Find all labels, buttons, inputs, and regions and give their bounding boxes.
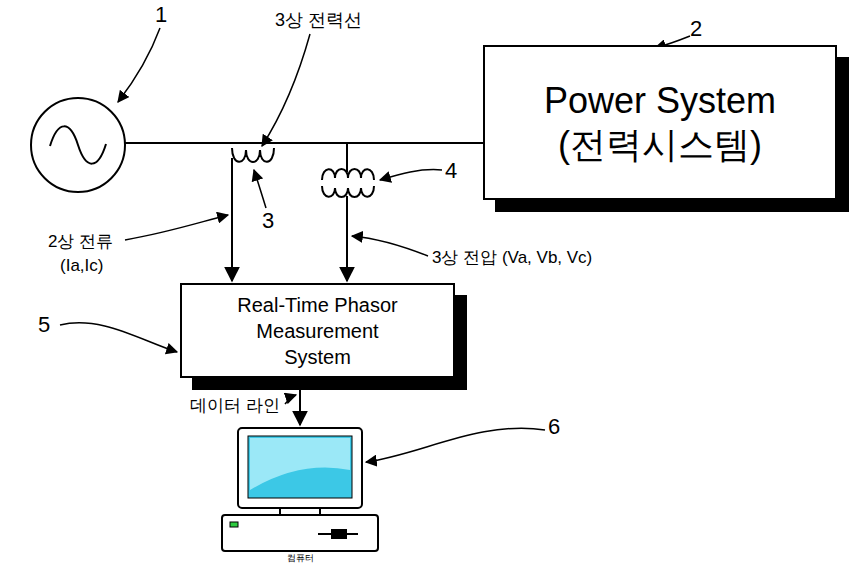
computer-node: 컴퓨터 xyxy=(220,425,380,565)
callout-number: 1 xyxy=(155,2,167,28)
signal-label: (Ia,Ic) xyxy=(60,256,103,276)
signal-label: 2상 전류 xyxy=(48,230,113,253)
current-transformer xyxy=(232,148,274,162)
signal-label: 3상 전압 (Va, Vb, Vc) xyxy=(432,246,592,269)
computer-icon xyxy=(222,428,378,551)
callout-number: 4 xyxy=(445,158,457,184)
node-subtitle: (전력시스템) xyxy=(558,123,762,166)
power-line xyxy=(125,142,483,144)
voltage-transformer xyxy=(322,143,374,281)
callout-number: 3 xyxy=(262,208,274,234)
callout-number: 5 xyxy=(38,312,50,338)
line-label: 데이터 라인 xyxy=(190,394,280,417)
measurement-box: Real-Time Phasor Measurement System xyxy=(180,283,455,378)
callout-number: 2 xyxy=(690,16,702,42)
node-title: Power System xyxy=(544,79,776,122)
current-wire xyxy=(231,158,233,281)
line-label: 3상 전력선 xyxy=(275,8,362,32)
data-line-arrow xyxy=(299,378,301,425)
device-label: 컴퓨터 xyxy=(287,553,314,564)
system-box: Power System(전력시스템) xyxy=(483,45,837,200)
callout-number: 6 xyxy=(548,414,560,440)
generator-symbol xyxy=(31,98,125,192)
box-label: Real-Time Phasor Measurement System xyxy=(225,292,410,370)
